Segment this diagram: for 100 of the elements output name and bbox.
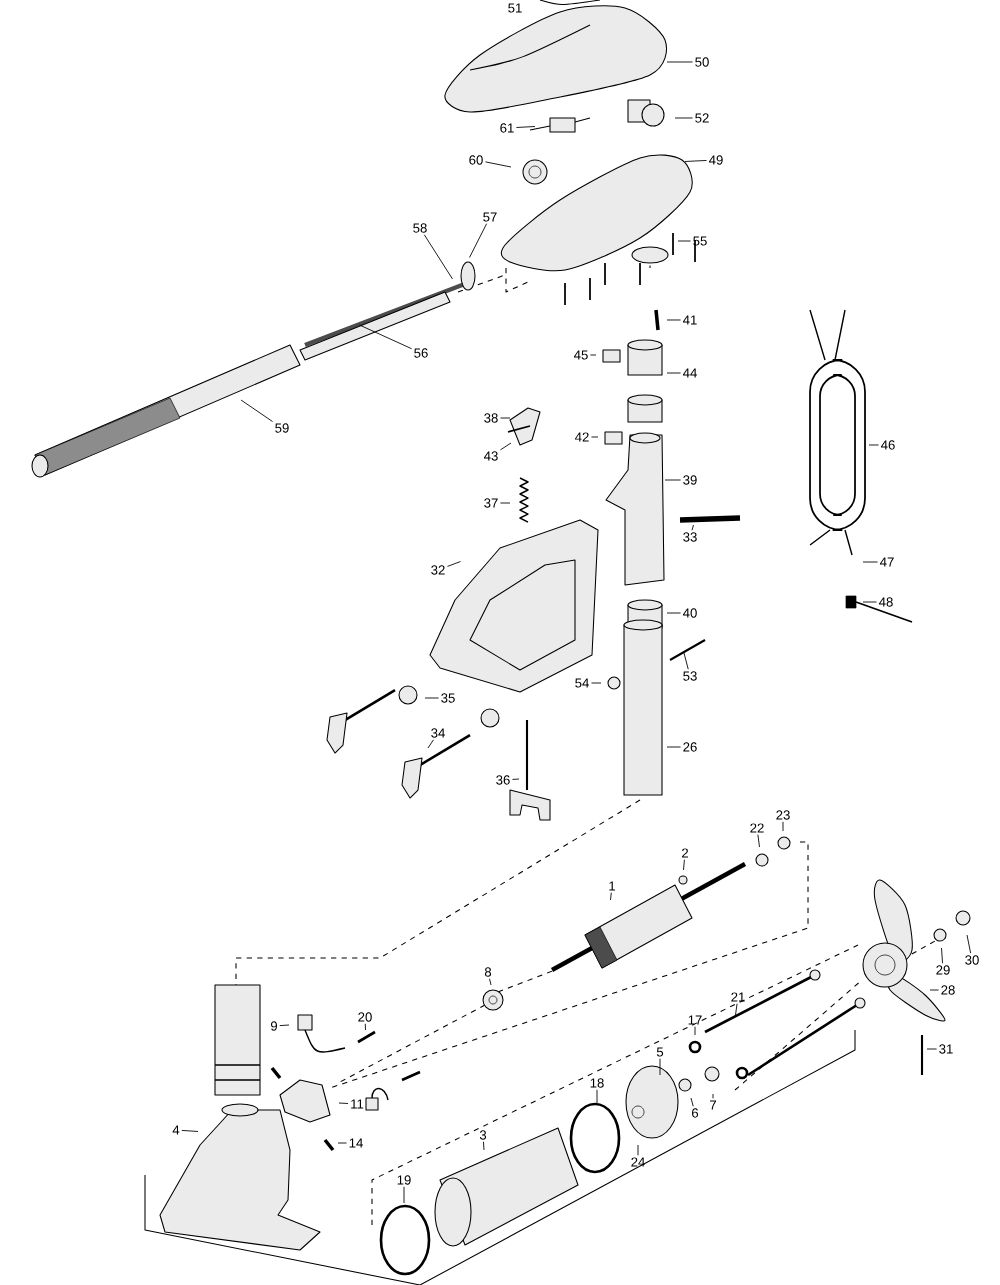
callout-number: 50 xyxy=(695,57,709,67)
callout-number: 35 xyxy=(441,693,455,703)
leader-line xyxy=(500,502,511,504)
callout-number: 37 xyxy=(484,498,498,508)
callout-number: 45 xyxy=(574,350,588,360)
callout-number: 5 xyxy=(656,1047,664,1057)
callout-number: 30 xyxy=(965,955,979,965)
leader-line xyxy=(512,778,520,780)
callout-number: 43 xyxy=(484,451,498,461)
leader-line xyxy=(423,234,453,280)
leader-line xyxy=(966,934,972,954)
callout-number: 4 xyxy=(172,1125,180,1135)
callout-number: 1 xyxy=(609,881,616,891)
leader-line xyxy=(862,601,877,603)
leader-line xyxy=(337,1142,347,1144)
callout-number: 47 xyxy=(880,557,894,567)
callout-number: 52 xyxy=(695,113,709,123)
leader-line xyxy=(684,160,707,162)
leader-line xyxy=(591,682,602,684)
callout-number: 26 xyxy=(683,742,697,752)
leader-line xyxy=(674,117,693,119)
callout-number: 18 xyxy=(590,1078,604,1088)
leader-line xyxy=(757,834,760,848)
leader-line xyxy=(359,324,412,350)
leader-line xyxy=(279,1024,290,1027)
leader-line xyxy=(666,372,681,374)
leader-line xyxy=(516,126,536,128)
leader-line xyxy=(683,652,689,670)
leader-line xyxy=(610,892,612,901)
callout-number: 32 xyxy=(431,565,445,575)
leader-line xyxy=(691,524,694,531)
callout-number: 24 xyxy=(631,1157,645,1167)
leader-line xyxy=(364,1023,366,1031)
callout-number: 33 xyxy=(683,532,697,542)
callout-number: 59 xyxy=(275,423,289,433)
leader-line xyxy=(782,821,784,832)
leader-line xyxy=(941,947,943,964)
callout-number: 29 xyxy=(936,965,950,975)
callout-number: 23 xyxy=(776,810,790,820)
leader-line xyxy=(868,444,879,446)
callout-number: 6 xyxy=(692,1108,699,1118)
leader-line xyxy=(500,417,511,419)
callout-number: 56 xyxy=(414,348,428,358)
callout-number: 48 xyxy=(879,597,893,607)
callout-number: 31 xyxy=(939,1044,953,1054)
leader-line xyxy=(690,1097,694,1107)
leader-line xyxy=(424,697,439,699)
leader-line xyxy=(447,561,461,567)
callout-number: 38 xyxy=(484,413,498,423)
callout-number: 39 xyxy=(683,475,697,485)
callout-number: 36 xyxy=(496,775,510,785)
leader-line xyxy=(712,1093,714,1099)
leader-line xyxy=(485,161,512,168)
leader-line xyxy=(240,399,273,422)
callout-number: 58 xyxy=(413,223,427,233)
leader-line xyxy=(489,978,492,986)
leader-line xyxy=(659,1058,661,1076)
leader-line xyxy=(929,989,939,991)
leader-line xyxy=(596,1089,598,1104)
leader-line xyxy=(666,612,681,614)
leader-line xyxy=(862,561,878,563)
callout-number: 28 xyxy=(941,985,955,995)
callout-number: 44 xyxy=(683,368,697,378)
callout-number: 53 xyxy=(683,671,697,681)
leader-line xyxy=(469,223,488,258)
callout-number: 7 xyxy=(710,1100,716,1110)
callout-number: 34 xyxy=(431,728,445,738)
callout-number: 3 xyxy=(479,1130,487,1140)
callout-number: 11 xyxy=(351,1099,364,1109)
leader-line xyxy=(666,746,681,748)
callout-number: 61 xyxy=(500,123,514,133)
callout-number: 57 xyxy=(483,212,497,222)
callout-number: 54 xyxy=(575,678,589,688)
leader-line xyxy=(637,1144,639,1156)
callout-number: 2 xyxy=(682,848,688,858)
callout-number: 21 xyxy=(731,992,745,1002)
leader-line xyxy=(666,319,681,321)
leader-line xyxy=(591,436,599,438)
callout-number: 8 xyxy=(484,967,492,977)
callout-number: 20 xyxy=(358,1012,372,1022)
leader-line xyxy=(590,354,597,356)
leader-line xyxy=(483,1141,485,1151)
callout-number: 9 xyxy=(270,1021,278,1031)
callout-number: 17 xyxy=(688,1015,702,1025)
callout-number: 49 xyxy=(709,155,723,165)
callout-number: 41 xyxy=(683,315,697,325)
leader-line xyxy=(735,1003,738,1016)
callout-number: 22 xyxy=(750,823,764,833)
leader-line xyxy=(694,1026,696,1036)
callout-number: 60 xyxy=(469,155,483,165)
leader-line xyxy=(926,1048,937,1050)
leader-line xyxy=(664,479,681,481)
callout-number: 40 xyxy=(683,608,697,618)
callout-number: 19 xyxy=(397,1175,411,1185)
callout-number: 55 xyxy=(693,236,707,246)
leader-line xyxy=(677,240,691,242)
callout-number: 42 xyxy=(575,432,589,442)
leader-line xyxy=(500,442,512,451)
leader-line xyxy=(338,1102,349,1104)
leader-line xyxy=(683,859,685,871)
